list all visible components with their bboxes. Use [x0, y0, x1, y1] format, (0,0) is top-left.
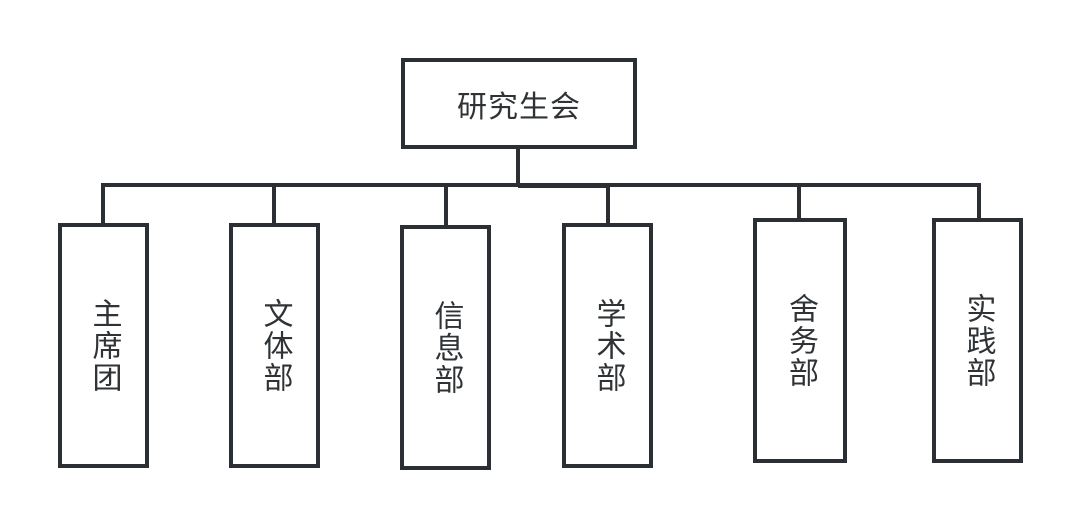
- root-node: 研究生会: [401, 58, 637, 149]
- department-node-label: 舍务部: [783, 292, 818, 389]
- branch-line-4: [606, 183, 610, 225]
- department-node-1: 主席团: [58, 223, 149, 468]
- department-node-5: 舍务部: [753, 218, 847, 463]
- bus-step-line: [518, 183, 610, 188]
- branch-line-2: [272, 183, 276, 225]
- department-node-2: 文体部: [229, 223, 320, 468]
- department-node-label: 学术部: [590, 297, 626, 394]
- branch-line-6: [977, 183, 981, 220]
- department-node-4: 学术部: [562, 223, 653, 468]
- department-node-6: 实践部: [932, 218, 1023, 463]
- department-node-label: 实践部: [960, 292, 996, 389]
- branch-line-1: [101, 183, 105, 225]
- department-node-label: 文体部: [257, 297, 293, 394]
- department-node-3: 信息部: [400, 225, 491, 470]
- department-node-label: 信息部: [428, 299, 464, 396]
- root-node-label: 研究生会: [457, 89, 581, 125]
- branch-line-3: [444, 183, 448, 227]
- root-stem-line: [516, 147, 520, 187]
- department-node-label: 主席团: [86, 297, 122, 394]
- branch-line-5: [797, 183, 801, 220]
